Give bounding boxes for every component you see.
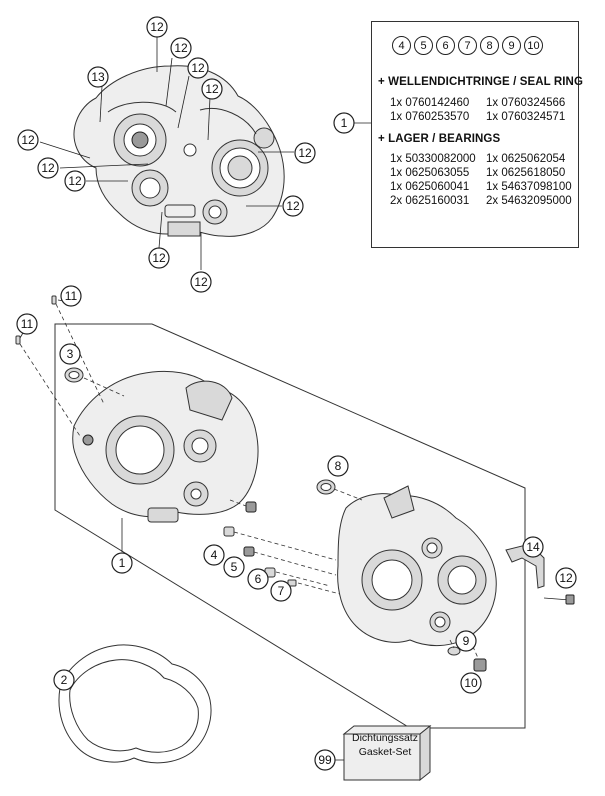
callout-1-info: 1 [333,112,355,134]
svg-text:12: 12 [191,61,205,75]
svg-text:13: 13 [91,70,105,84]
svg-text:2: 2 [61,673,68,687]
bearing-item: 2x 0625160031 [390,195,470,207]
callout-12-j: 12 [148,247,170,269]
svg-text:12: 12 [68,174,82,188]
seal-ring-item: 1x 0760324566 [486,97,566,109]
callout-11-a: 11 [60,285,82,307]
svg-text:14: 14 [526,540,540,554]
svg-text:10: 10 [464,676,478,690]
svg-text:1: 1 [119,556,126,570]
info-number-circle: 9 [502,36,521,55]
callout-13: 13 [87,66,109,88]
gasket-set-label-en: Gasket-Set [358,746,412,758]
seal-ring-item: 1x 0760253570 [390,111,470,123]
svg-text:11: 11 [65,289,78,303]
svg-text:12: 12 [559,571,573,585]
bearing-item: 1x 0625063055 [390,167,470,179]
callout-12-l: 12 [555,567,577,589]
callout-5: 5 [223,556,245,578]
callout-9: 9 [455,630,477,652]
gasket-set-label-de: Dichtungssatz [352,732,418,744]
callout-12-k: 12 [190,271,212,293]
svg-text:12: 12 [194,275,208,289]
callout-8: 8 [327,455,349,477]
seal-ring-heading: + WELLENDICHTRINGE / SEAL RING [378,76,584,88]
svg-text:12: 12 [152,251,166,265]
callout-12-e: 12 [17,129,39,151]
callout-12-a: 12 [146,16,168,38]
info-number-circle: 8 [480,36,499,55]
callout-11-b: 11 [16,313,38,335]
callout-12-f: 12 [294,142,316,164]
bearing-item: 1x 0625062054 [486,153,566,165]
callout-99: 99 [314,749,336,771]
assembly-dash-lines [19,303,479,659]
callout-12-h: 12 [64,170,86,192]
svg-text:9: 9 [463,634,470,648]
right-crankcase-half [337,485,497,647]
callout-3: 3 [59,343,81,365]
bearing-item: 2x 54632095000 [486,195,572,207]
svg-text:12: 12 [41,161,55,175]
info-part-numbers: 4 5 6 7 8 9 10 [392,36,543,55]
svg-text:12: 12 [286,199,300,213]
callout-6: 6 [247,568,269,590]
left-crankcase-half [72,370,259,523]
callout-10: 10 [460,672,482,694]
parts-info-box: 4 5 6 7 8 9 10 + WELLENDICHTRINGE / SEAL… [371,21,583,248]
seal-ring-item: 1x 0760324571 [486,111,566,123]
svg-text:99: 99 [318,753,332,767]
gasket-outline [58,644,212,764]
callout-1-main: 1 [111,552,133,574]
callout-12-d: 12 [201,78,223,100]
info-number-circle: 4 [392,36,411,55]
bearings-heading: + LAGER / BEARINGS [378,133,501,145]
gasket-set-label: Dichtungssatz Gasket-Set [346,731,424,759]
svg-text:4: 4 [211,548,218,562]
svg-text:12: 12 [21,133,35,147]
top-view-leaders [39,36,294,270]
callout-2: 2 [53,669,75,691]
info-number-circle: 5 [414,36,433,55]
bearing-item: 1x 54637098100 [486,181,572,193]
callout-7: 7 [270,580,292,602]
bearings-list: 1x 50330082000 1x 0625062054 1x 06250630… [390,153,582,208]
svg-text:7: 7 [278,584,285,598]
seal-ring-item: 1x 0760142460 [390,97,470,109]
gasket-set-box [342,724,432,782]
svg-text:5: 5 [231,560,238,574]
bearing-item: 1x 0625618050 [486,167,566,179]
info-number-circle: 7 [458,36,477,55]
seal-ring-list: 1x 0760142460 1x 0760324566 1x 076025357… [390,97,582,124]
svg-text:1: 1 [341,116,348,130]
callout-12-g: 12 [37,157,59,179]
callout-12-b: 12 [170,37,192,59]
svg-text:12: 12 [298,146,312,160]
svg-text:6: 6 [255,572,262,586]
callout-14: 14 [522,536,544,558]
svg-text:11: 11 [21,317,34,331]
top-crankcase-view [73,65,285,237]
info-number-circle: 6 [436,36,455,55]
info-number-circle: 10 [524,36,543,55]
svg-text:12: 12 [205,82,219,96]
bearing-item: 1x 0625060041 [390,181,470,193]
callout-4: 4 [203,544,225,566]
assembly-outline [54,323,526,729]
svg-text:8: 8 [335,459,342,473]
svg-text:3: 3 [67,347,74,361]
svg-text:12: 12 [174,41,188,55]
callout-12-c: 12 [187,57,209,79]
bearing-item: 1x 50330082000 [390,153,476,165]
svg-text:12: 12 [150,20,164,34]
callout-12-i: 12 [282,195,304,217]
